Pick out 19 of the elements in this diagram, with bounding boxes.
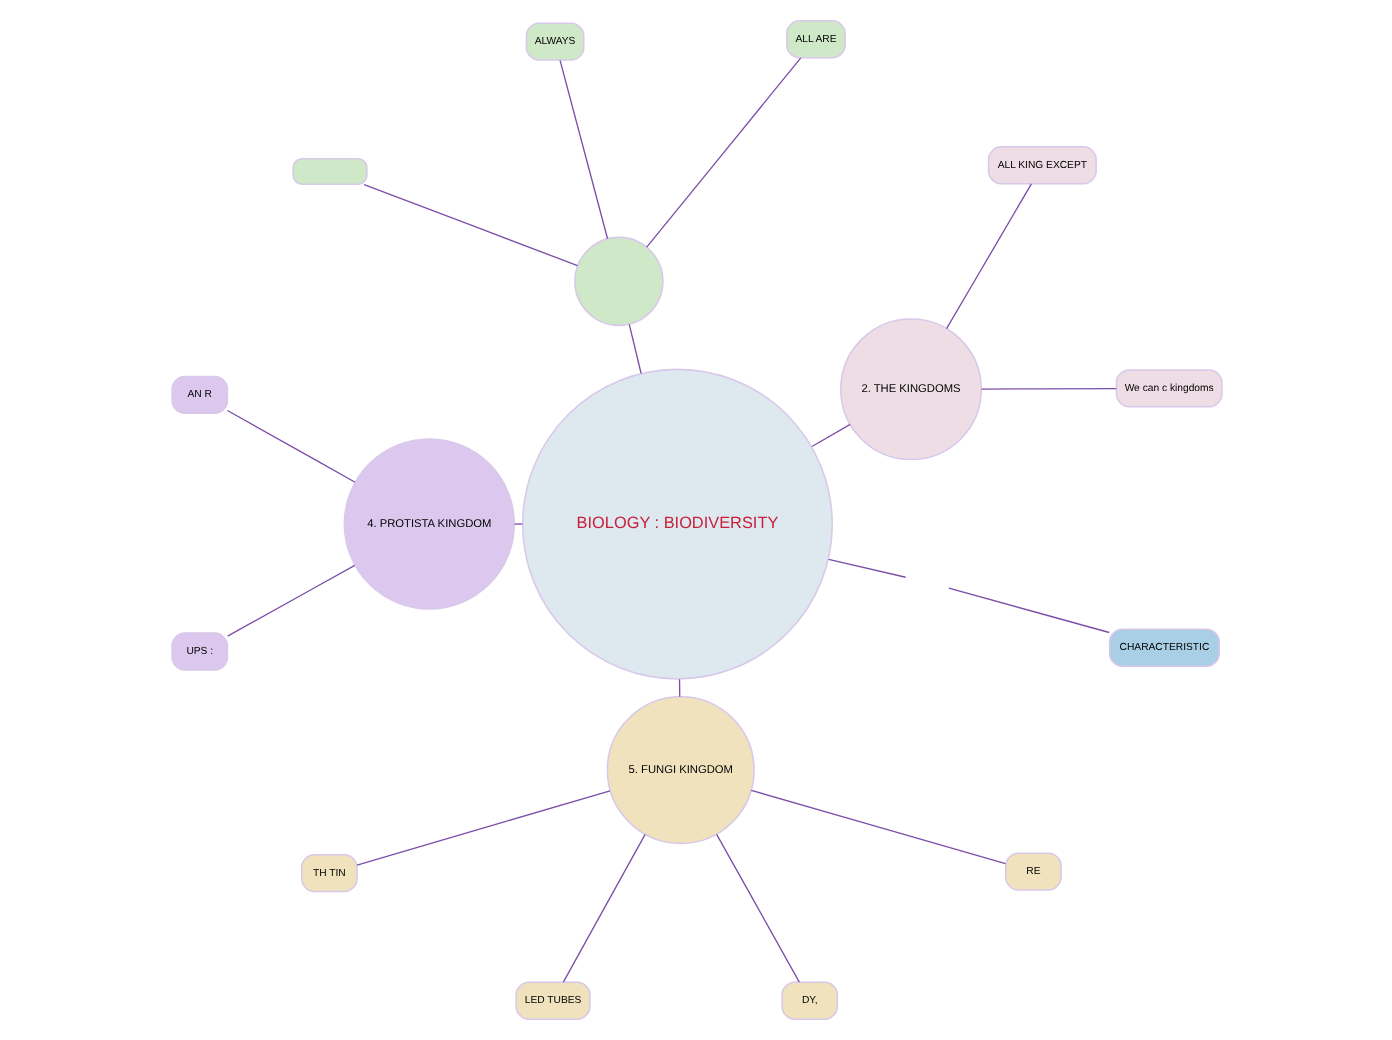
connector — [225, 564, 355, 637]
connector — [558, 59, 608, 240]
connector — [645, 57, 801, 248]
connector — [561, 833, 645, 983]
connector — [225, 409, 355, 483]
connector — [979, 387, 1116, 390]
connector — [826, 558, 906, 578]
connector — [512, 523, 523, 525]
node-box — [291, 157, 367, 186]
connector — [947, 587, 1109, 634]
connector — [355, 790, 610, 866]
connector — [749, 789, 1006, 865]
connector — [944, 183, 1032, 330]
connector — [715, 833, 799, 983]
connector — [627, 323, 641, 375]
connector — [810, 423, 850, 448]
node-circle: BIOLOGY : BIODIVERSITY — [520, 368, 832, 680]
connector — [362, 183, 578, 267]
node-circle — [573, 236, 663, 327]
